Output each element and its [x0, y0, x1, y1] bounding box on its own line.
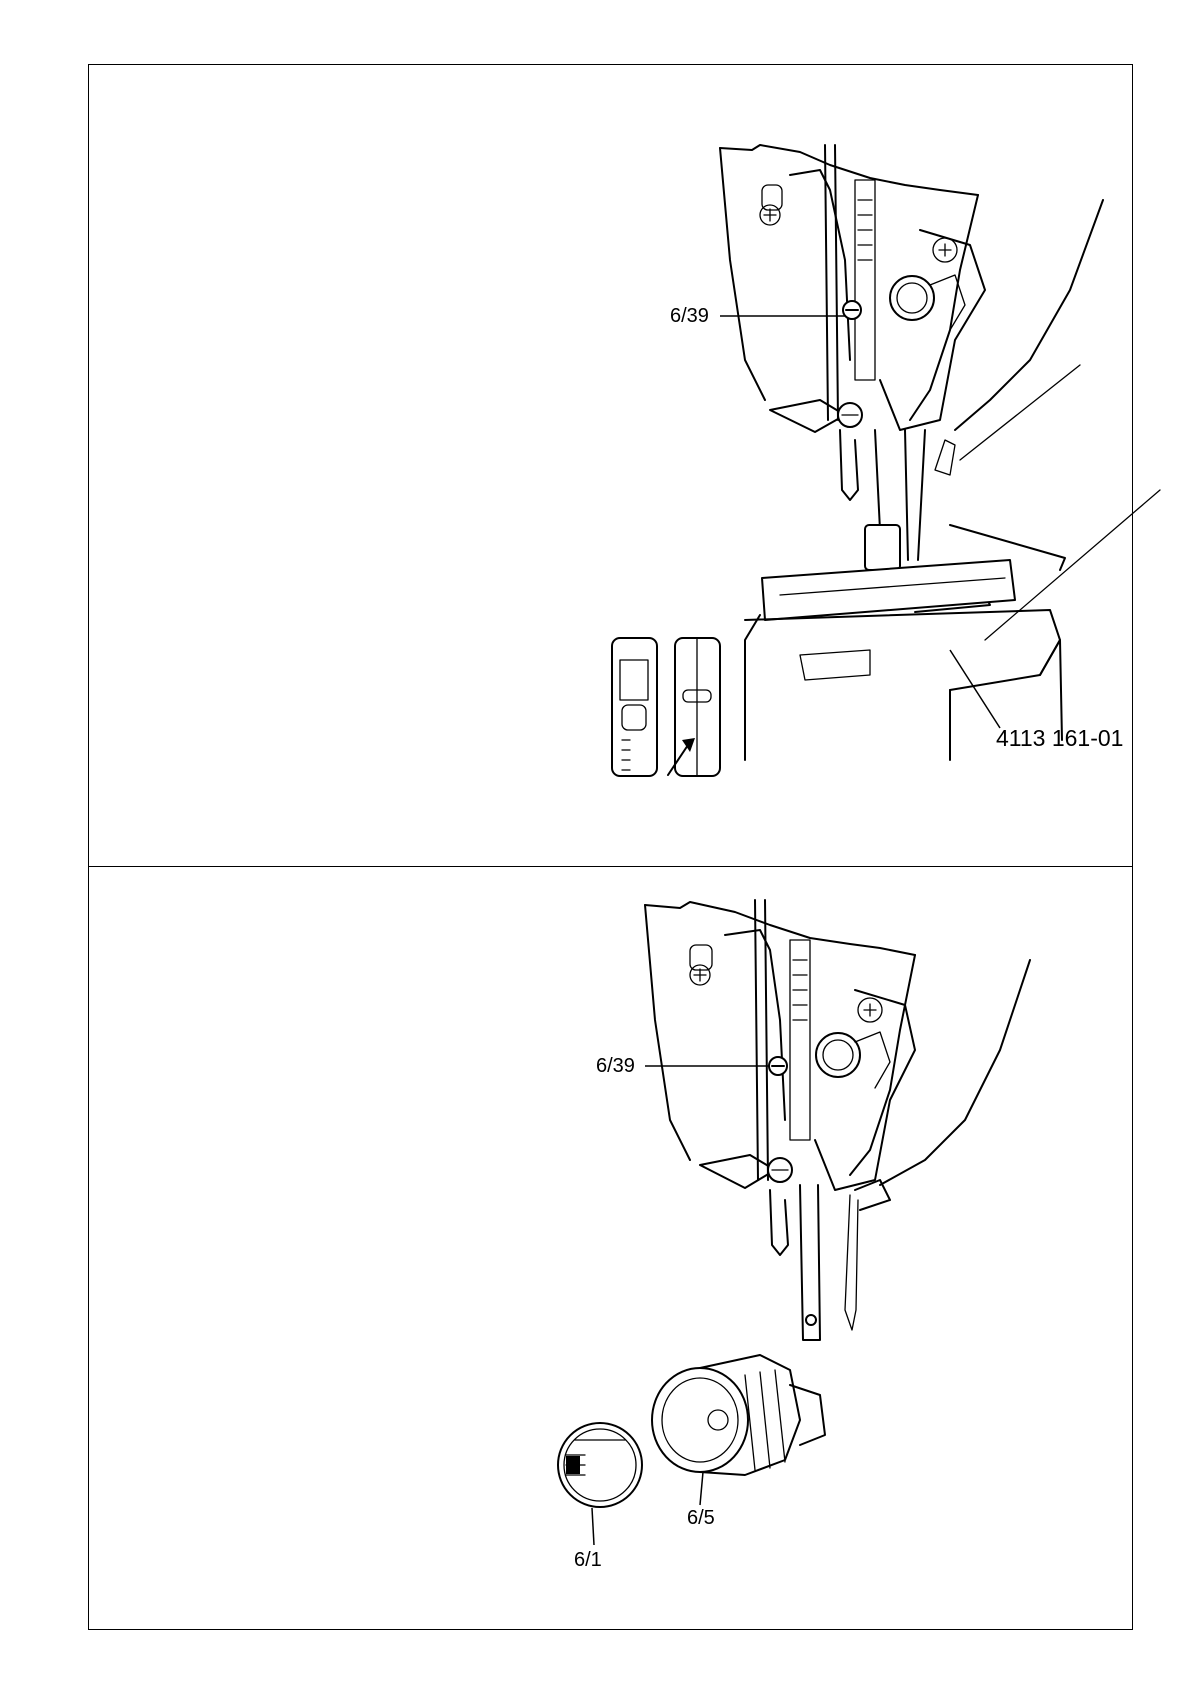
callout-bobbin-housing: 6/5 [687, 1508, 715, 1528]
callout-cap: 6/1 [574, 1550, 602, 1570]
callout-screw-bottom: 6/39 [596, 1056, 635, 1076]
